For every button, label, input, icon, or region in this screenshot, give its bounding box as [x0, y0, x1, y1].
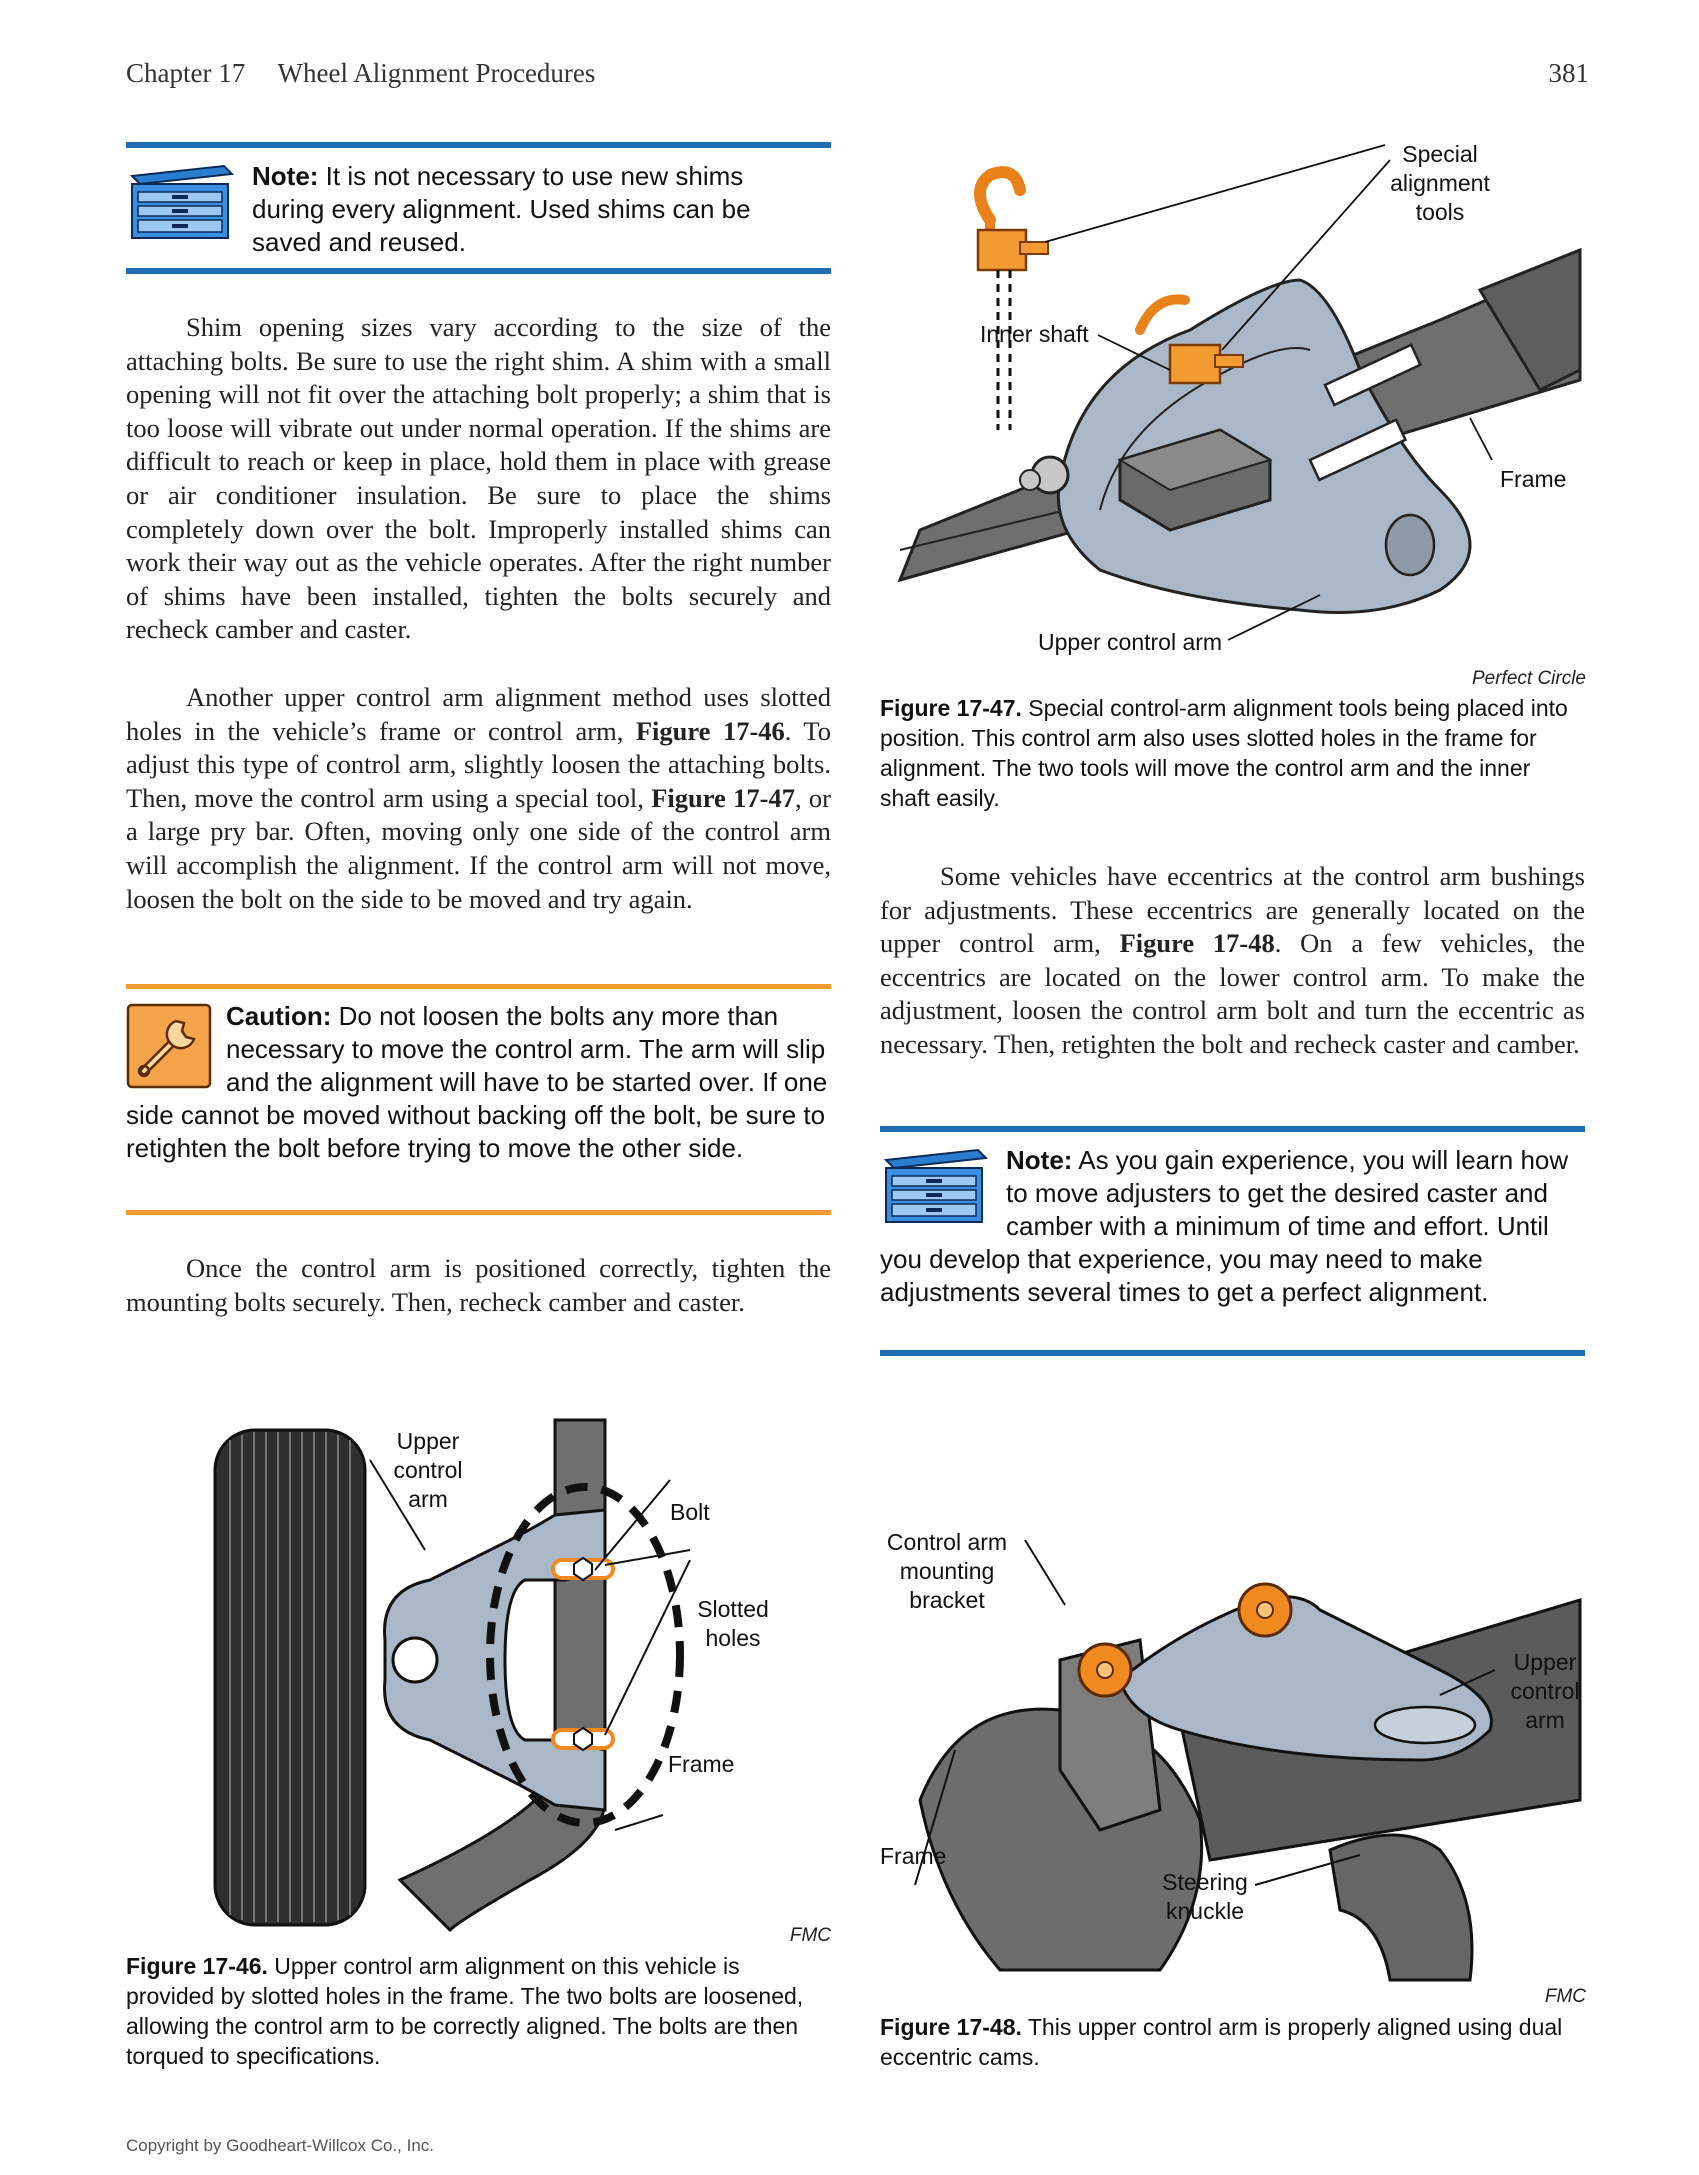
note2: Note: As you gain experience, you will l…: [880, 1144, 1585, 1309]
note2-top-rule: [880, 1126, 1585, 1132]
figure-ref-17-46: Figure 17-46: [635, 715, 785, 746]
fig46-caption-label: Figure 17-46.: [126, 1953, 268, 1979]
fig48-label-bracket: Control arm mounting bracket: [886, 1529, 1008, 1613]
figure-17-47-illustration: [897, 144, 1582, 641]
fig47-label-upper-arm: Upper control arm: [1038, 629, 1223, 655]
fig48-label-upper-arm: Upper control arm: [1510, 1649, 1580, 1733]
page-number: 381: [1548, 58, 1590, 88]
fig47-label-inner-shaft: Inner shaft: [980, 321, 1089, 347]
note2-text: As you gain experience, you will learn h…: [880, 1145, 1569, 1307]
figure-ref-17-47: Figure 17-47: [651, 782, 795, 813]
caution-bottom-rule: [126, 1210, 831, 1215]
caution-label: Caution:: [226, 1001, 332, 1031]
fig47-credit: Perfect Circle: [1471, 668, 1586, 689]
fig48-caption-label: Figure 17-48.: [880, 2014, 1022, 2040]
caution-text: Do not loosen the bolts any more than ne…: [126, 1001, 828, 1163]
body-paragraph-3: Once the control arm is positioned corre…: [126, 1253, 831, 1317]
fig47-label-special-tools: Special alignment tools: [1390, 141, 1490, 225]
chapter-title: Wheel Alignment Procedures: [277, 58, 596, 88]
caution-top-rule: [126, 984, 831, 989]
fig47-caption: Figure 17-47. Special control-arm alignm…: [880, 695, 1568, 811]
copyright-footer: Copyright by Goodheart-Willcox Co., Inc.: [126, 2136, 435, 2155]
fig48-label-knuckle: Steering knuckle: [1162, 1869, 1248, 1924]
chapter-number: Chapter 17: [126, 58, 246, 88]
fig46-label-slotted-holes: Slotted holes: [697, 1596, 769, 1651]
note2-bottom-rule: [880, 1350, 1585, 1356]
body-paragraph-2: Another upper control arm alignment meth…: [126, 682, 831, 914]
caution: Caution: Do not loosen the bolts any mor…: [126, 1000, 831, 1165]
note1: Note: It is not necessary to use new shi…: [252, 160, 812, 259]
body-paragraph-1: Shim opening sizes vary according to the…: [126, 312, 831, 645]
figure-17-48-illustration: [914, 1539, 1582, 1982]
fig46-label-bolt: Bolt: [670, 1499, 710, 1525]
fig48-credit: FMC: [1544, 1986, 1586, 2007]
note2-label: Note:: [1006, 1145, 1073, 1175]
fig46-label-frame: Frame: [668, 1751, 735, 1777]
fig46-credit: FMC: [789, 1925, 831, 1946]
figure-ref-17-48: Figure 17-48: [1119, 928, 1275, 959]
fig48-label-frame: Frame: [880, 1843, 947, 1869]
note1-bottom-rule: [126, 268, 831, 274]
body-paragraph-4: Some vehicles have eccentrics at the con…: [880, 861, 1585, 1059]
running-header: Chapter 17 Wheel Alignment Procedures: [126, 58, 595, 89]
fig46-label-upper-arm: Upper control arm: [393, 1428, 463, 1512]
note1-top-rule: [126, 142, 831, 148]
figure-17-46-illustration: [213, 1418, 691, 1933]
fig47-label-frame: Frame: [1500, 466, 1567, 492]
wrench-icon: [126, 1003, 212, 1089]
fig48-caption: Figure 17-48. This upper control arm is …: [880, 2014, 1563, 2070]
fig47-caption-label: Figure 17-47.: [880, 695, 1022, 721]
note1-label: Note:: [252, 161, 319, 191]
toolbox-icon: [883, 1148, 988, 1223]
fig46-caption: Figure 17-46. Upper control arm alignmen…: [126, 1953, 804, 2069]
toolbox-icon: [129, 164, 234, 239]
note1-text: It is not necessary to use new shims dur…: [252, 161, 751, 257]
